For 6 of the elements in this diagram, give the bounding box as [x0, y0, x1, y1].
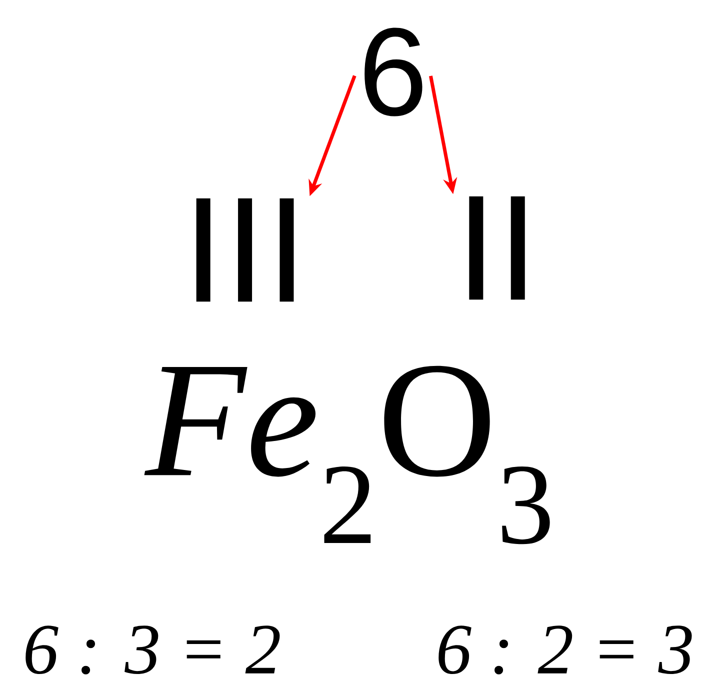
numeral: III	[196, 198, 294, 302]
numeral: 6	[364, 28, 422, 116]
formula-text: Fe$_{2}$O$_{3}$	[144, 366, 550, 544]
numeral: II	[469, 196, 525, 300]
equation-text: 6 : 3 = 2	[26, 626, 280, 674]
equation-text: 6 : 2 = 3	[438, 626, 692, 674]
